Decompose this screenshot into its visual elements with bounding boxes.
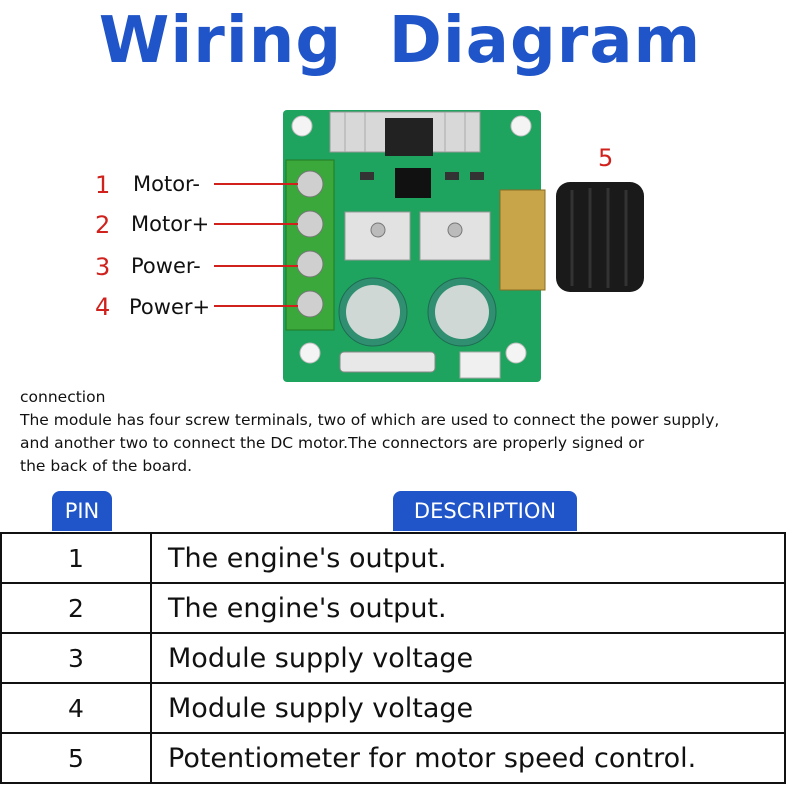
- description-cell: The engine's output.: [150, 582, 786, 634]
- knob-number: 5: [598, 144, 614, 172]
- table-row: 4 Module supply voltage: [0, 682, 786, 734]
- pin-label: Power+: [129, 295, 211, 319]
- description-cell: The engine's output.: [150, 532, 786, 584]
- heatsink-top: [329, 111, 481, 156]
- screw-terminal-block: [285, 159, 335, 331]
- pin-number: 2: [95, 211, 111, 239]
- terminal-screw: [296, 170, 324, 198]
- description-line: the back of the board.: [20, 457, 193, 475]
- pin-number: 3: [95, 253, 111, 281]
- pin-label: Power-: [131, 254, 201, 278]
- fuse: [339, 351, 436, 373]
- pin-cell: 4: [0, 682, 152, 734]
- potentiometer-body: [499, 189, 546, 291]
- table-row: 5 Potentiometer for motor speed control.: [0, 732, 786, 784]
- pin-table: 1 The engine's output. 2 The engine's ou…: [0, 532, 786, 784]
- mount-hole: [505, 342, 527, 364]
- table-row: 2 The engine's output.: [0, 582, 786, 634]
- description-cell: Module supply voltage: [150, 632, 786, 684]
- connector: [459, 351, 501, 379]
- description-line: The module has four screw terminals, two…: [20, 411, 720, 429]
- pin-cell: 2: [0, 582, 152, 634]
- pwm-board-illustration: [214, 110, 644, 382]
- mount-hole: [510, 115, 532, 137]
- pin-cell: 1: [0, 532, 152, 584]
- mount-hole: [299, 342, 321, 364]
- table-row: 1 The engine's output.: [0, 532, 786, 584]
- pin-cell: 5: [0, 732, 152, 784]
- terminal-screw: [296, 250, 324, 278]
- ic-chip: [395, 168, 431, 198]
- terminal-screw: [296, 290, 324, 318]
- mount-hole: [291, 115, 313, 137]
- terminal-screw: [296, 210, 324, 238]
- description-heading: connection: [20, 388, 106, 406]
- capacitor-left: [338, 277, 408, 347]
- description-line: and another two to connect the DC motor.…: [20, 434, 645, 452]
- description-block: connection The module has four screw ter…: [20, 386, 790, 478]
- speed-knob: [556, 182, 644, 292]
- capacitor-right: [427, 277, 497, 347]
- pin-label: Motor-: [133, 172, 200, 196]
- description-column-header: DESCRIPTION: [393, 491, 577, 531]
- description-cell: Module supply voltage: [150, 682, 786, 734]
- description-cell: Potentiometer for motor speed control.: [150, 732, 786, 784]
- pin-number: 1: [95, 171, 111, 199]
- pin-cell: 3: [0, 632, 152, 684]
- page-title: Wiring Diagram: [98, 4, 702, 78]
- pin-number: 4: [95, 293, 111, 321]
- pin-label: Motor+: [131, 212, 210, 236]
- pin-column-header: PIN: [52, 491, 112, 531]
- table-row: 3 Module supply voltage: [0, 632, 786, 684]
